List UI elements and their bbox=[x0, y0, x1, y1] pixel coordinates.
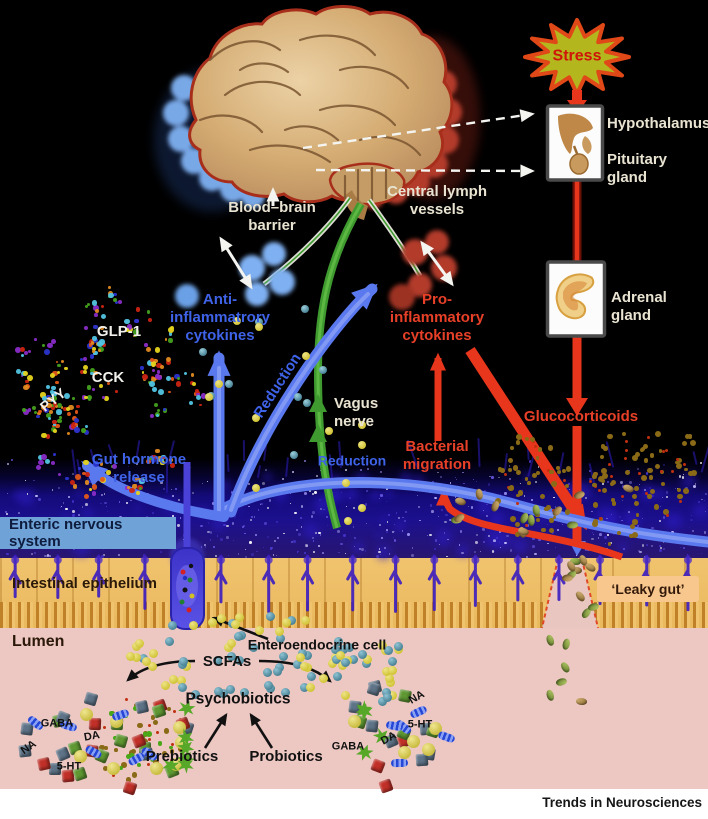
blood-brain-barrier-label: Blood–brain barrier bbox=[228, 199, 316, 234]
serotonin-label-left: 5-HT bbox=[56, 760, 82, 773]
glp1-label: GLP-1 bbox=[96, 323, 142, 340]
leaky-gut-label: ‘Leaky gut’ bbox=[611, 581, 685, 597]
intestinal-epithelium-label: Intestinal epithelium bbox=[12, 575, 158, 592]
psychobiotics-label: Psychobiotics bbox=[185, 690, 291, 708]
double-arrow-bbb bbox=[219, 236, 253, 290]
scfa-arrow-right bbox=[258, 659, 332, 683]
pro-cytokine-icon bbox=[389, 284, 415, 310]
da-label-left: DA bbox=[83, 729, 101, 744]
brain-gyri bbox=[198, 34, 422, 202]
hypothalamus-pituitary-box bbox=[545, 104, 605, 182]
reduction-cytokine-label: Reduction bbox=[317, 452, 387, 469]
leaky-gut-badge: ‘Leaky gut’ bbox=[597, 576, 699, 602]
anti-cytokine-icon bbox=[175, 284, 199, 308]
adrenal-gland-label: Adrenal gland bbox=[611, 289, 667, 324]
lumen-label: Lumen bbox=[12, 633, 65, 650]
scfas-label: SCFAs bbox=[202, 653, 252, 670]
gaba-label-left: GABA bbox=[40, 717, 74, 730]
blue-pathways bbox=[81, 283, 708, 548]
gut-hormone-release-label: Gut hormone release bbox=[91, 451, 187, 486]
enteroendocrine-cell bbox=[170, 462, 205, 630]
dashed-arrow-brain-to-pituitary bbox=[315, 164, 535, 178]
enteroendocrine-cell-label: Enteroendocrine cell bbox=[247, 636, 387, 653]
prebiotics-label: Prebiotics bbox=[145, 748, 219, 765]
dashed-arrow-brain-to-hypothalamus bbox=[302, 109, 535, 150]
brain-illustration bbox=[188, 5, 454, 220]
pro-inflammatory-cytokines-label: Pro- inflammatory cytokines bbox=[389, 291, 485, 344]
bacterial-migration-label: Bacterial migration bbox=[402, 438, 472, 473]
double-arrow-lymph bbox=[420, 240, 454, 287]
gaba-label-right: GABA bbox=[331, 740, 365, 753]
stress-burst bbox=[523, 18, 631, 96]
central-lymph-vessels-label: Central lymph vessels bbox=[386, 183, 488, 218]
scfa-arrow-left bbox=[126, 659, 196, 682]
white-arrows bbox=[219, 109, 535, 290]
serotonin-label-right: 5-HT bbox=[407, 718, 433, 731]
cell-granules bbox=[179, 563, 195, 613]
prebiotics-arrow bbox=[203, 712, 228, 749]
enteric-nervous-system-badge: Enteric nervous system bbox=[0, 516, 176, 550]
adrenal-gland-box bbox=[545, 260, 607, 338]
footer-strip bbox=[0, 789, 708, 819]
glucocorticoids-label: Glucocorticoids bbox=[523, 408, 639, 425]
vagus-nerve-label: Vagus nerve bbox=[334, 395, 379, 430]
leaky-gut-gap bbox=[541, 558, 599, 629]
anti-inflammatory-cytokines-label: Anti- inflammatrory cytokines bbox=[169, 291, 271, 344]
hypothalamus-label: Hypothalamus bbox=[607, 115, 708, 132]
probiotics-label: Probiotics bbox=[249, 748, 323, 765]
stress-label: Stress bbox=[552, 47, 602, 65]
floating-cytokine-balls bbox=[175, 230, 457, 310]
enteric-nervous-system-label: Enteric nervous system bbox=[9, 516, 123, 550]
probiotics-arrow bbox=[249, 712, 274, 749]
pituitary-gland-label: Pituitary gland bbox=[607, 151, 668, 186]
cck-label: CCK bbox=[91, 369, 125, 386]
journal-name: Trends in Neurosciences bbox=[542, 795, 702, 810]
